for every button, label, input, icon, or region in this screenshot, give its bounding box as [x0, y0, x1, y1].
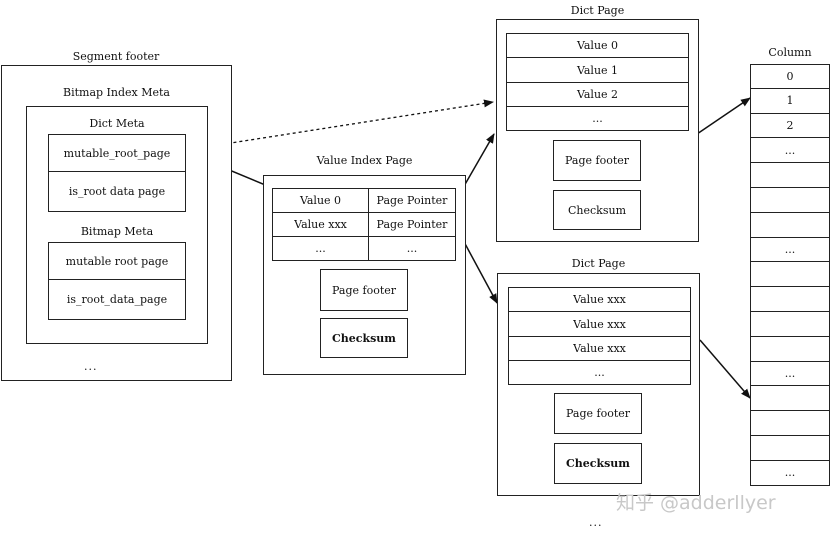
dict-top-row: Value 1 [506, 58, 689, 83]
dict-bottom-checksum: Checksum [554, 443, 642, 484]
dict-top-checksum: Checksum [553, 190, 641, 230]
column-cell [750, 262, 830, 288]
dict-top-row: Value 0 [506, 33, 689, 58]
column-cell: ... [750, 237, 830, 263]
column-cell [750, 163, 830, 188]
column-cell: ... [750, 460, 830, 486]
segment-footer-title: Segment footer [72, 50, 160, 63]
column-cell [750, 386, 830, 412]
pointer-cell: Page Pointer [368, 212, 456, 237]
column-cell [750, 188, 830, 213]
dict-top-row: Value 2 [506, 83, 689, 107]
table-row: Value 0 Page Pointer [272, 188, 456, 213]
column-cell [750, 336, 830, 362]
value-index-page-footer: Page footer [320, 269, 408, 311]
pointer-cell: ... [368, 236, 456, 261]
value-index-page-title: Value Index Page [316, 154, 413, 167]
column-cell: ... [750, 138, 830, 164]
dict-bottom-row: Value xxx [508, 312, 691, 337]
watermark: 知乎 @adderllyer [616, 492, 776, 514]
arrow-bottom-dict-to-column [699, 339, 751, 399]
bitmap-index-meta-title: Bitmap Index Meta [63, 86, 170, 99]
dict-bottom-page-footer: Page footer [554, 393, 642, 434]
bitmap-meta-mutable-root-page: mutable root page [48, 242, 186, 280]
pointer-cell: Page Pointer [368, 188, 456, 213]
dict-meta-title: Dict Meta [89, 117, 145, 130]
column-cell [750, 212, 830, 238]
dict-page-bottom-title: Dict Page [571, 257, 626, 270]
column-cell: 2 [750, 113, 830, 139]
column-title: Column [768, 46, 812, 59]
dict-top-page-footer: Page footer [553, 140, 641, 181]
column-cell [750, 312, 830, 337]
arrow-top-dict-to-column [696, 97, 751, 135]
column-cell: 0 [750, 64, 830, 89]
column-cell: 1 [750, 88, 830, 114]
dict-page-ellipsis: ... [589, 516, 603, 529]
dict-page-top-title: Dict Page [570, 4, 625, 17]
dict-meta-is-root-data-page: is_root data page [48, 172, 186, 212]
value-cell: Value xxx [272, 212, 369, 237]
table-row: ... ... [272, 236, 456, 261]
column-cell: ... [750, 361, 830, 387]
column-cell [750, 436, 830, 461]
dict-bottom-row: ... [508, 361, 691, 385]
table-row: Value xxx Page Pointer [272, 212, 456, 237]
value-cell: Value 0 [272, 188, 369, 213]
value-cell: ... [272, 236, 369, 261]
segment-footer-ellipsis: ... [84, 360, 98, 373]
bitmap-meta-title: Bitmap Meta [80, 225, 154, 238]
bitmap-meta-is-root-data-page: is_root_data_page [48, 280, 186, 320]
dict-bottom-row: Value xxx [508, 337, 691, 361]
dict-top-row: ... [506, 107, 689, 131]
dashed-arrow-to-dict-page [185, 99, 494, 151]
column-cell [750, 411, 830, 436]
value-index-checksum: Checksum [320, 318, 408, 358]
column-cell [750, 287, 830, 312]
value-index-table: Value 0 Page Pointer Value xxx Page Poin… [272, 188, 456, 261]
dict-meta-mutable-root-page: mutable_root_page [48, 134, 186, 172]
dict-bottom-row: Value xxx [508, 287, 691, 312]
